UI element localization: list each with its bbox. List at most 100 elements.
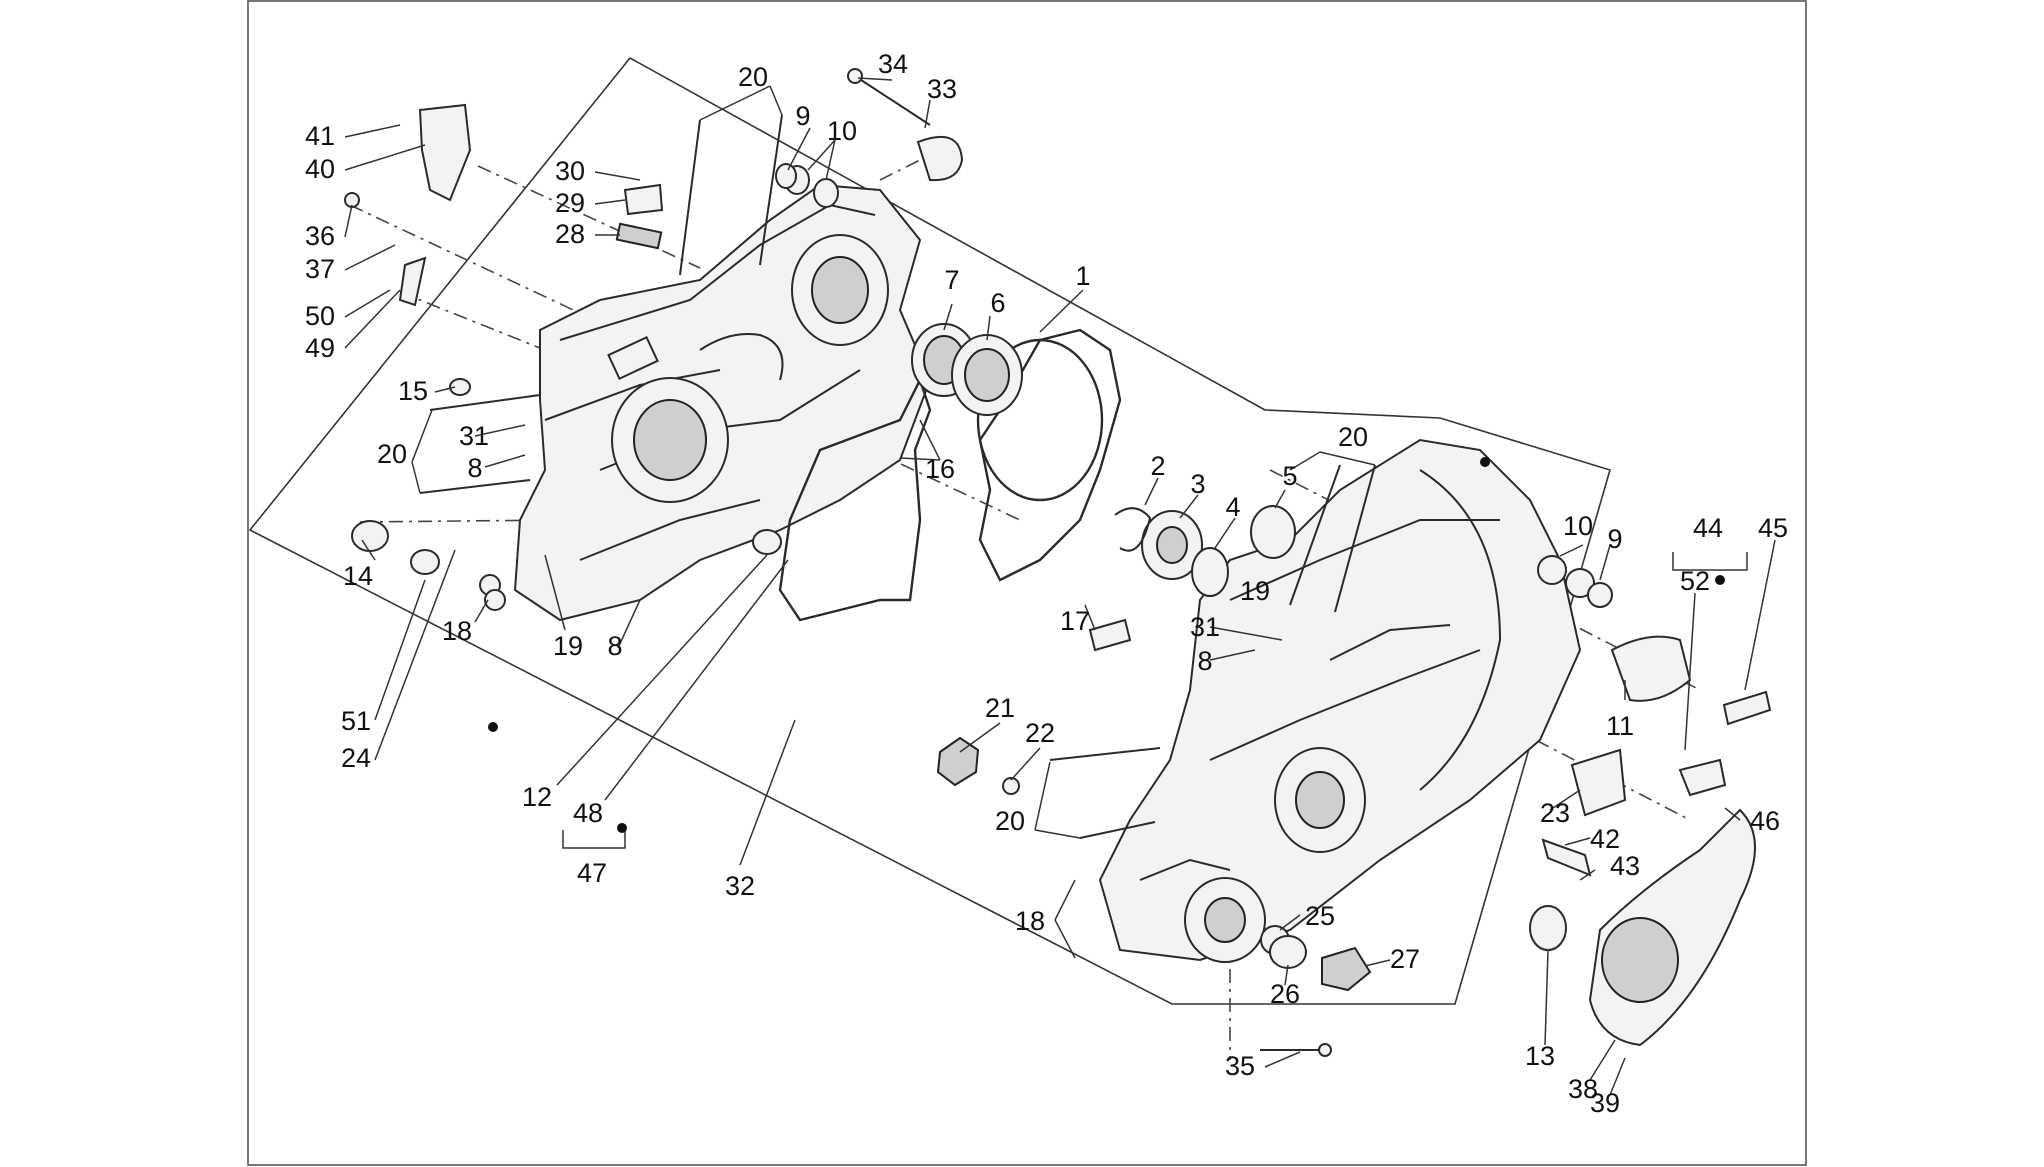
plug-15 <box>449 378 471 396</box>
callout-25: 25 <box>1305 901 1335 931</box>
callout-23: 23 <box>1540 798 1570 828</box>
callout-20: 20 <box>1338 422 1368 452</box>
callout-45: 45 <box>1758 513 1788 543</box>
callout-13: 13 <box>1525 1041 1555 1071</box>
callout-30: 30 <box>555 156 585 186</box>
callout-32: 32 <box>725 871 755 901</box>
callout-labels: 34 33 20 9 10 41 40 30 29 28 36 37 7 6 1… <box>305 49 1788 1118</box>
callout-2: 2 <box>1150 451 1165 481</box>
callout-47: 47 <box>577 858 607 888</box>
seal-13 <box>1529 905 1567 951</box>
callout-22: 22 <box>1025 718 1055 748</box>
callout-15: 15 <box>398 376 428 406</box>
callout-29: 29 <box>555 188 585 218</box>
washer-22 <box>1002 777 1020 795</box>
breather-plate <box>418 103 472 202</box>
callout-7: 7 <box>944 265 959 295</box>
seal-4 <box>1191 547 1229 597</box>
callout-36: 36 <box>305 221 335 251</box>
callout-40: 40 <box>305 154 335 184</box>
callout-10: 10 <box>1563 511 1593 541</box>
callout-44: 44 <box>1693 513 1723 543</box>
callout-8: 8 <box>1197 646 1212 676</box>
callout-19: 19 <box>553 631 583 661</box>
callout-28: 28 <box>555 219 585 249</box>
callout-49: 49 <box>305 333 335 363</box>
washer-9a <box>775 163 797 189</box>
callout-52: 52 <box>1680 566 1710 596</box>
callout-35: 35 <box>1225 1051 1255 1081</box>
tensioner-29 <box>623 183 664 216</box>
callout-12: 12 <box>522 782 552 812</box>
sensor-45 <box>1722 690 1772 726</box>
small-parts <box>344 68 1772 1057</box>
callout-33: 33 <box>927 74 957 104</box>
callout-16: 16 <box>925 454 955 484</box>
callout-9: 9 <box>1607 524 1622 554</box>
impeller-27 <box>1321 946 1372 992</box>
callout-21: 21 <box>985 693 1015 723</box>
callout-18: 18 <box>442 616 472 646</box>
callout-42: 42 <box>1590 824 1620 854</box>
callout-20: 20 <box>377 439 407 469</box>
washer-9b <box>1587 582 1613 608</box>
right-crankcase-half <box>1098 438 1582 963</box>
callout-26: 26 <box>1270 979 1300 1009</box>
callout-41: 41 <box>305 121 335 151</box>
callout-38: 38 <box>1568 1074 1598 1104</box>
callout-4: 4 <box>1225 492 1240 522</box>
clip-42 <box>1541 838 1592 877</box>
callout-50: 50 <box>305 301 335 331</box>
callout-leaders <box>344 77 1776 1096</box>
callout-51: 51 <box>341 706 371 736</box>
callout-31: 31 <box>459 421 489 451</box>
plug-14 <box>351 520 389 552</box>
bolt-head-36 <box>344 192 360 208</box>
callout-46: 46 <box>1750 806 1780 836</box>
callout-5: 5 <box>1282 461 1297 491</box>
valve-17 <box>1088 618 1132 652</box>
bushing-10b <box>813 178 839 208</box>
bearing-5 <box>1250 505 1296 559</box>
dowel-18b <box>484 589 506 611</box>
callout-24: 24 <box>341 743 371 773</box>
callout-34: 34 <box>878 49 908 79</box>
plug-12 <box>752 529 782 555</box>
callout-39: 39 <box>1590 1088 1620 1118</box>
callout-27: 27 <box>1390 944 1420 974</box>
crankcase-gaskets <box>778 328 1122 622</box>
callout-20: 20 <box>995 806 1025 836</box>
callout-11: 11 <box>1606 711 1634 741</box>
sensor-52 <box>1678 758 1727 797</box>
callout-31: 31 <box>1190 612 1220 642</box>
gasket-28 <box>615 222 663 250</box>
assembly-boundary <box>248 57 1611 1005</box>
callout-8: 8 <box>607 631 622 661</box>
gear-21 <box>936 736 980 787</box>
callout-6: 6 <box>990 288 1005 318</box>
bolt-head-35 <box>1318 1043 1332 1057</box>
callout-14: 14 <box>343 561 373 591</box>
callout-3: 3 <box>1190 469 1205 499</box>
oil-filter-23 <box>1570 748 1627 817</box>
stud-bolts <box>419 114 1376 1051</box>
callout-10: 10 <box>827 116 857 146</box>
callout-19: 19 <box>1240 576 1270 606</box>
left-crankcase-half <box>513 183 932 622</box>
seal-26 <box>1269 935 1307 969</box>
bracket-33 <box>916 135 964 182</box>
callout-20: 20 <box>738 62 768 92</box>
callout-9: 9 <box>795 101 810 131</box>
bushing-10c <box>1537 555 1567 585</box>
marker-dots <box>488 457 1725 833</box>
callout-18: 18 <box>1015 906 1045 936</box>
callout-17: 17 <box>1060 606 1090 636</box>
clip-2 <box>1114 507 1152 552</box>
callout-1: 1 <box>1075 261 1090 291</box>
callout-37: 37 <box>305 254 335 284</box>
callout-48: 48 <box>573 798 603 828</box>
bolt-head-34 <box>847 68 863 84</box>
callout-43: 43 <box>1610 851 1640 881</box>
bushing-10d <box>1565 568 1595 598</box>
